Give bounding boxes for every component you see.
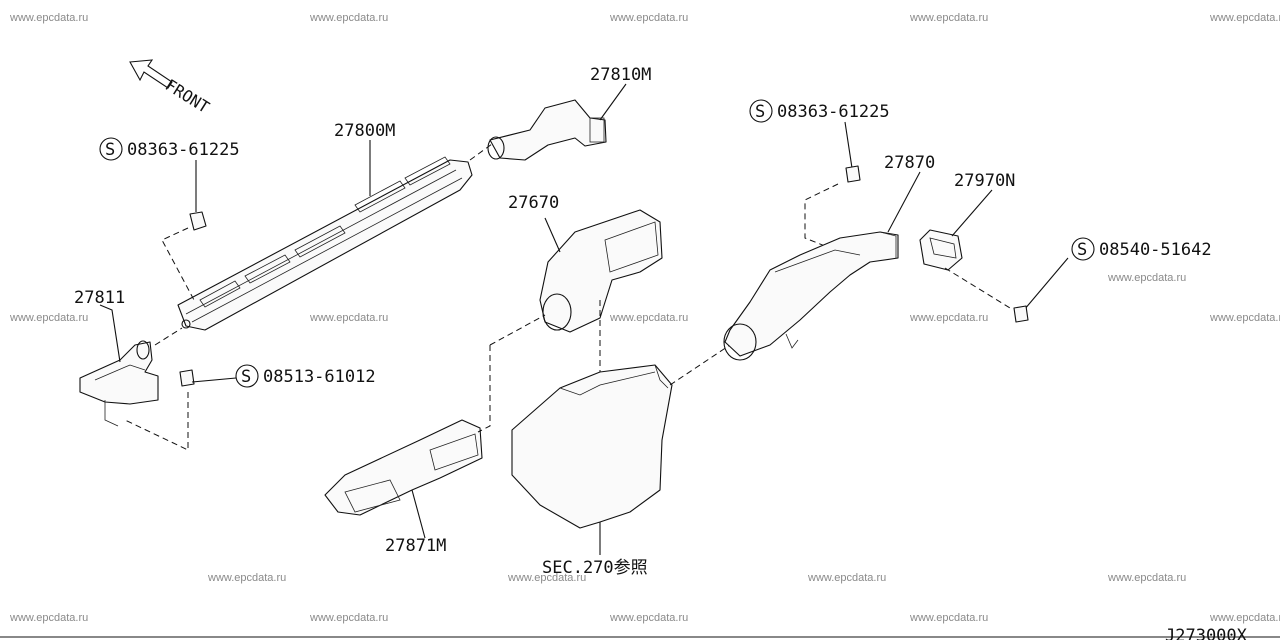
heater-unit-shape (511, 364, 673, 529)
screw-symbol-icon (99, 137, 123, 161)
bolt-icon (1013, 305, 1029, 323)
watermark: www.epcdata.ru (1107, 272, 1186, 284)
label-27871M: 27871M (385, 536, 446, 556)
duct-27800M-shape (177, 159, 473, 331)
duct-27870 (723, 231, 899, 361)
watermark: www.epcdata.ru (609, 612, 688, 624)
watermark: www.epcdata.ru (309, 612, 388, 624)
watermark: www.epcdata.ru (207, 572, 286, 584)
watermark: www.epcdata.ru (9, 612, 88, 624)
diagram-code: J273000X (1165, 626, 1248, 640)
label-27670: 27670 (508, 193, 559, 213)
screw-s4: S 08540-51642 (944, 237, 1212, 323)
watermark: www.epcdata.ru (309, 312, 388, 324)
watermark: www.epcdata.ru (909, 312, 988, 324)
cap-27970N (919, 229, 963, 271)
watermark: www.epcdata.ru (9, 12, 88, 24)
svg-text:S: S (755, 102, 765, 122)
bolt-icon (179, 369, 195, 387)
duct-27811 (79, 340, 159, 427)
svg-text:S: S (105, 140, 115, 160)
watermark: www.epcdata.ru (1107, 572, 1186, 584)
screw-s1: S 08363-61225 (99, 137, 240, 301)
watermark-grid: www.epcdata.ru www.epcdata.ru www.epcdat… (9, 12, 1280, 624)
duct-27810M-shape (489, 99, 607, 161)
screw-s2: S 08513-61012 (124, 364, 376, 451)
duct-27871M-shape (324, 419, 483, 516)
watermark: www.epcdata.ru (609, 312, 688, 324)
duct-27871M (324, 419, 483, 516)
screw-symbol-icon (749, 99, 773, 123)
label-screw-s2: 08513-61012 (263, 367, 376, 387)
label-27800M: 27800M (334, 121, 395, 141)
screw-symbol-icon (1071, 237, 1095, 261)
svg-text:S: S (241, 367, 251, 387)
watermark: www.epcdata.ru (1209, 612, 1280, 624)
label-screw-s4: 08540-51642 (1099, 240, 1212, 260)
watermark: www.epcdata.ru (507, 572, 586, 584)
screw-symbol-icon (235, 364, 259, 388)
front-arrow: FRONT (129, 59, 213, 117)
watermark: www.epcdata.ru (909, 12, 988, 24)
heater-unit (511, 364, 673, 529)
duct-27670-shape (539, 209, 663, 333)
front-arrow-icon (129, 59, 173, 89)
label-27810M: 27810M (590, 65, 651, 85)
watermark: www.epcdata.ru (1209, 12, 1280, 24)
label-27870: 27870 (884, 153, 935, 173)
bolt-icon (189, 211, 207, 231)
watermark: www.epcdata.ru (909, 612, 988, 624)
label-screw-s1: 08363-61225 (127, 140, 240, 160)
sec-reference: SEC.270参照 (542, 558, 648, 578)
label-27970N: 27970N (954, 171, 1015, 191)
svg-text:S: S (1077, 240, 1087, 260)
watermark: www.epcdata.ru (9, 312, 88, 324)
label-screw-s3: 08363-61225 (777, 102, 890, 122)
front-label: FRONT (162, 75, 213, 117)
duct-27811-shape (79, 341, 159, 405)
duct-27670 (539, 209, 663, 333)
screw-s3: S 08363-61225 (749, 99, 890, 249)
watermark: www.epcdata.ru (309, 12, 388, 24)
bolt-icon (845, 165, 861, 183)
watermark: www.epcdata.ru (807, 572, 886, 584)
duct-27810M (487, 99, 607, 161)
watermark: www.epcdata.ru (1209, 312, 1280, 324)
cap-27970N-shape (919, 229, 963, 271)
label-27811: 27811 (74, 288, 125, 308)
duct-27870-shape (724, 231, 899, 357)
watermark: www.epcdata.ru (609, 12, 688, 24)
duct-27800M (177, 156, 473, 331)
